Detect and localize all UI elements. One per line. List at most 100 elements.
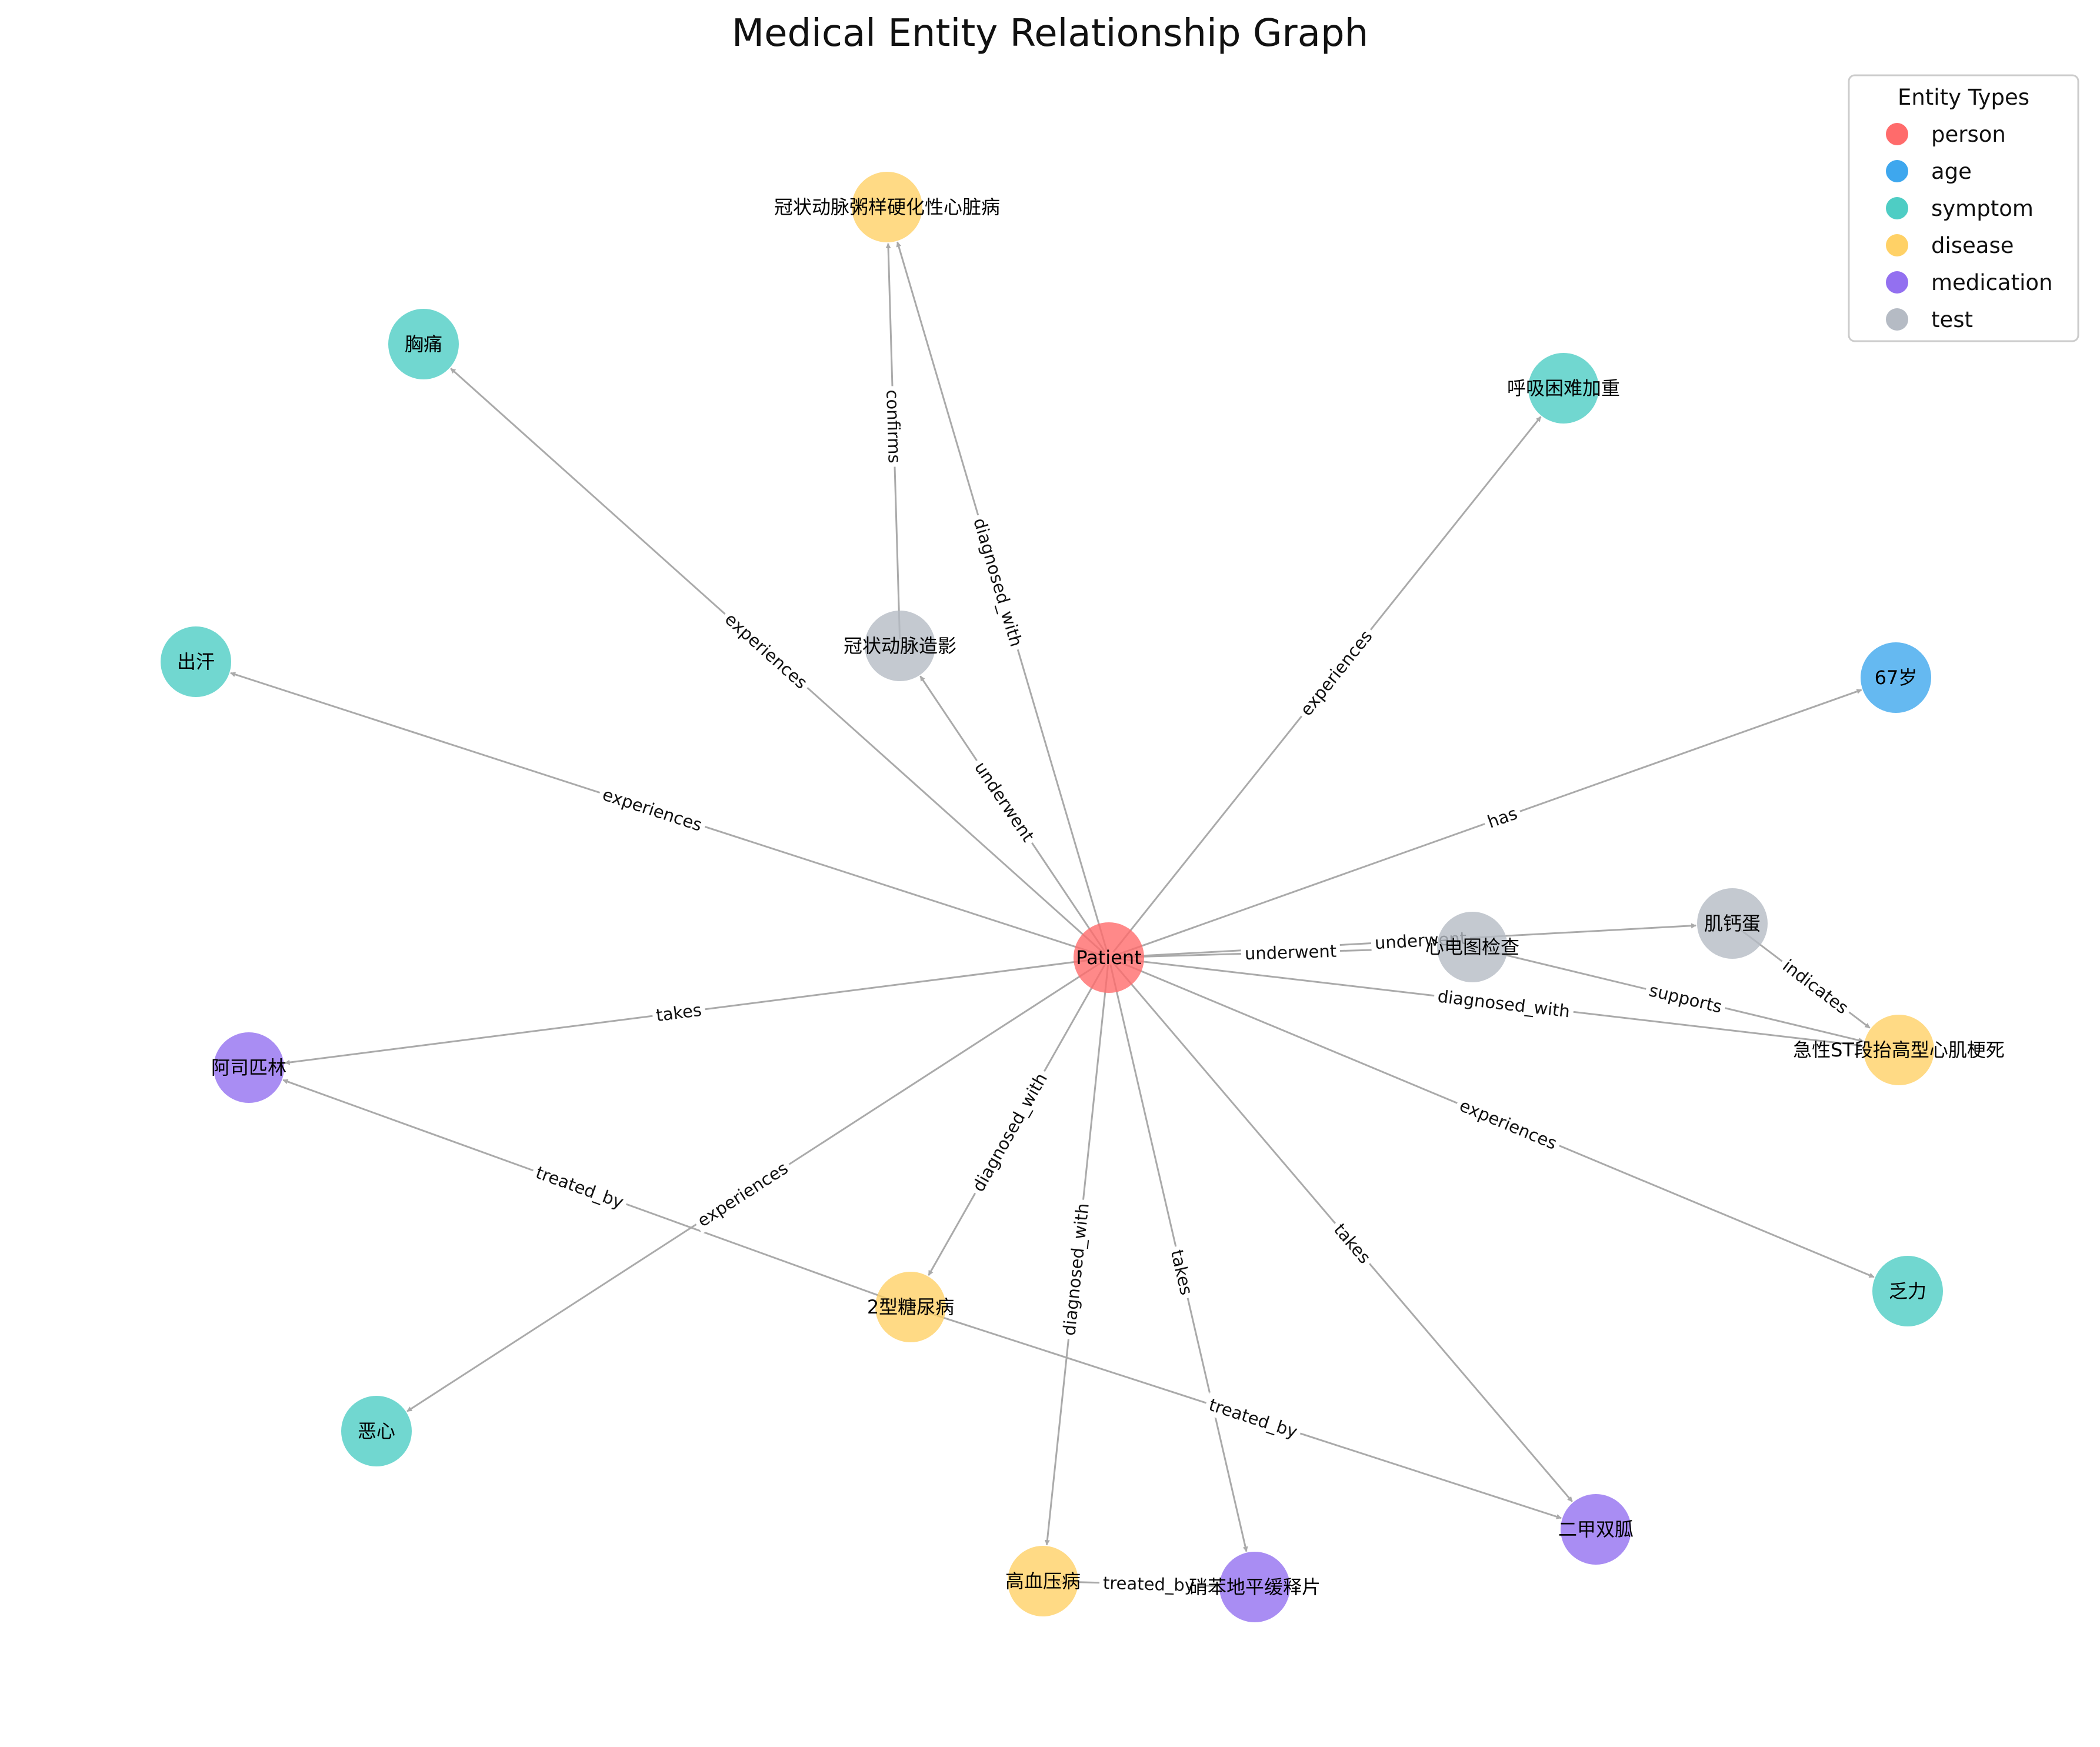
node-sym_4[interactable]: 乏力: [1872, 1256, 1943, 1326]
node-age[interactable]: 67岁: [1861, 642, 1931, 713]
edge-label: experiences: [721, 609, 812, 693]
node-label: 肌钙蛋: [1704, 912, 1761, 935]
edge-label: underwent: [971, 758, 1038, 846]
node-label: 阿司匹林: [211, 1056, 286, 1079]
node-sym_5[interactable]: 恶心: [341, 1396, 412, 1466]
edge-label-group: treated_by: [1202, 1392, 1304, 1444]
edge-label: experiences: [1456, 1095, 1559, 1153]
node-label: 恶心: [358, 1420, 395, 1442]
node-label: 胸痛: [405, 333, 442, 355]
edge-label: confirms: [882, 389, 905, 464]
edge-label-group: has: [1481, 801, 1524, 835]
legend-label: age: [1931, 159, 1972, 184]
node-label: 呼吸困难加重: [1507, 377, 1620, 399]
edge-label-background: [717, 605, 815, 696]
edge-labels-layer: experiences diagnosed_with confirms underwe…: [529, 385, 1856, 1597]
node-disease_stemi[interactable]: 急性ST段抬高型心肌梗死: [1793, 1015, 2005, 1085]
node-circle-symptom: [341, 1396, 412, 1466]
edge-label: diagnosed_with: [969, 516, 1026, 649]
node-circle-medication: [1219, 1552, 1290, 1622]
edge-label-background: [1099, 1571, 1199, 1597]
edge-label: experiences: [600, 784, 705, 835]
node-disease_top[interactable]: 冠状动脉粥样硬化性心脏病: [774, 172, 1000, 242]
edge-label-background: [965, 1066, 1054, 1199]
legend-item-medication: medication: [1886, 270, 2052, 295]
legend-label: test: [1931, 307, 1973, 332]
node-sym_1[interactable]: 胸痛: [388, 309, 459, 379]
edge-label-group: underwent: [1241, 939, 1341, 965]
edge-label-background: [1241, 939, 1341, 965]
edge-label-group: experiences: [717, 605, 815, 696]
node-test_angio[interactable]: 冠状动脉造影: [844, 611, 956, 681]
edge-label-group: indicates: [1775, 952, 1856, 1021]
edge-label-background: [1057, 1198, 1095, 1341]
legend: Entity Types personagesymptomdiseasemedi…: [1848, 74, 2079, 342]
edge-label-group: takes: [1326, 1216, 1378, 1271]
edge-label-group: experiences: [1453, 1092, 1564, 1156]
edge-label-background: [1481, 801, 1524, 835]
node-patient[interactable]: Patient: [1074, 922, 1144, 993]
edge-label-group: takes: [1165, 1243, 1199, 1301]
node-label: 2型糖尿病: [867, 1296, 954, 1318]
edge-label-background: [690, 1155, 795, 1234]
edge-label-group: takes: [651, 998, 706, 1028]
edge-label-background: [1202, 1392, 1304, 1444]
edge-label-group: confirms: [881, 385, 906, 468]
node-med_3[interactable]: 二甲双胍: [1558, 1494, 1634, 1565]
legend-item-symptom: symptom: [1886, 196, 2034, 221]
node-test_ecg[interactable]: 心电图检查: [1425, 912, 1519, 982]
legend-items: person age symptom disease medication test: [1886, 122, 2052, 332]
edge-label-background: [1643, 978, 1728, 1019]
graph-title: Medical Entity Relationship Graph: [732, 12, 1368, 55]
legend-item-disease: disease: [1886, 233, 2014, 258]
edge-label-group: diagnosed_with: [1057, 1198, 1095, 1341]
node-circle-test: [1697, 888, 1768, 959]
edge-label-background: [1775, 952, 1856, 1021]
edge-label-background: [1433, 984, 1575, 1023]
edge-label: has: [1485, 803, 1520, 832]
edge-label-background: [1326, 1216, 1378, 1271]
edge-label: diagnosed_with: [1436, 986, 1571, 1021]
node-label: 硝苯地平缓释片: [1189, 1576, 1321, 1598]
node-circle-symptom: [1528, 353, 1599, 424]
edge-label: diagnosed_with: [1059, 1202, 1093, 1336]
legend-label: medication: [1931, 270, 2052, 295]
node-sym_3[interactable]: 出汗: [161, 626, 231, 697]
legend-swatch: [1886, 197, 1908, 219]
edge-label-group: experiences: [1293, 622, 1379, 724]
legend-swatch: [1886, 271, 1908, 294]
node-label: 高血压病: [1005, 1570, 1081, 1592]
node-label: 冠状动脉造影: [844, 635, 956, 657]
edge-label-group: experiences: [690, 1155, 795, 1234]
node-disease_dm[interactable]: 2型糖尿病: [867, 1272, 954, 1342]
legend-frame: [1848, 74, 2079, 342]
node-circle-symptom: [388, 309, 459, 379]
node-circle-disease: [852, 172, 922, 242]
edge-label-background: [1453, 1092, 1564, 1156]
edge-label-group: treated_by: [1099, 1571, 1199, 1597]
legend-swatch: [1886, 308, 1908, 331]
edge-label: experiences: [694, 1158, 791, 1231]
node-disease_htn[interactable]: 高血压病: [1005, 1546, 1081, 1616]
edge-label: treated_by: [1103, 1573, 1195, 1595]
edge-label-background: [967, 754, 1042, 849]
edge-label: underwent: [1244, 941, 1336, 964]
edge-label: indicates: [1779, 955, 1852, 1018]
node-med_2[interactable]: 硝苯地平缓释片: [1189, 1552, 1321, 1622]
node-circle-disease: [1008, 1546, 1078, 1616]
node-circle-medication: [214, 1032, 284, 1103]
edge-label-group: treated_by: [529, 1160, 630, 1215]
node-med_1[interactable]: 阿司匹林: [211, 1032, 286, 1103]
node-sym_2[interactable]: 呼吸困难加重: [1507, 353, 1620, 424]
legend-item-person: person: [1886, 122, 2006, 147]
legend-label: symptom: [1931, 196, 2034, 221]
edge-label-group: diagnosed_with: [965, 1066, 1054, 1199]
node-circle-person: [1074, 922, 1144, 993]
node-circle-test: [1437, 912, 1508, 982]
node-label: 二甲双胍: [1558, 1518, 1634, 1541]
edge-label-group: underwent: [967, 754, 1042, 849]
edge-label-background: [651, 998, 706, 1028]
node-test_troponin[interactable]: 肌钙蛋: [1697, 888, 1768, 959]
node-circle-age: [1861, 642, 1931, 713]
